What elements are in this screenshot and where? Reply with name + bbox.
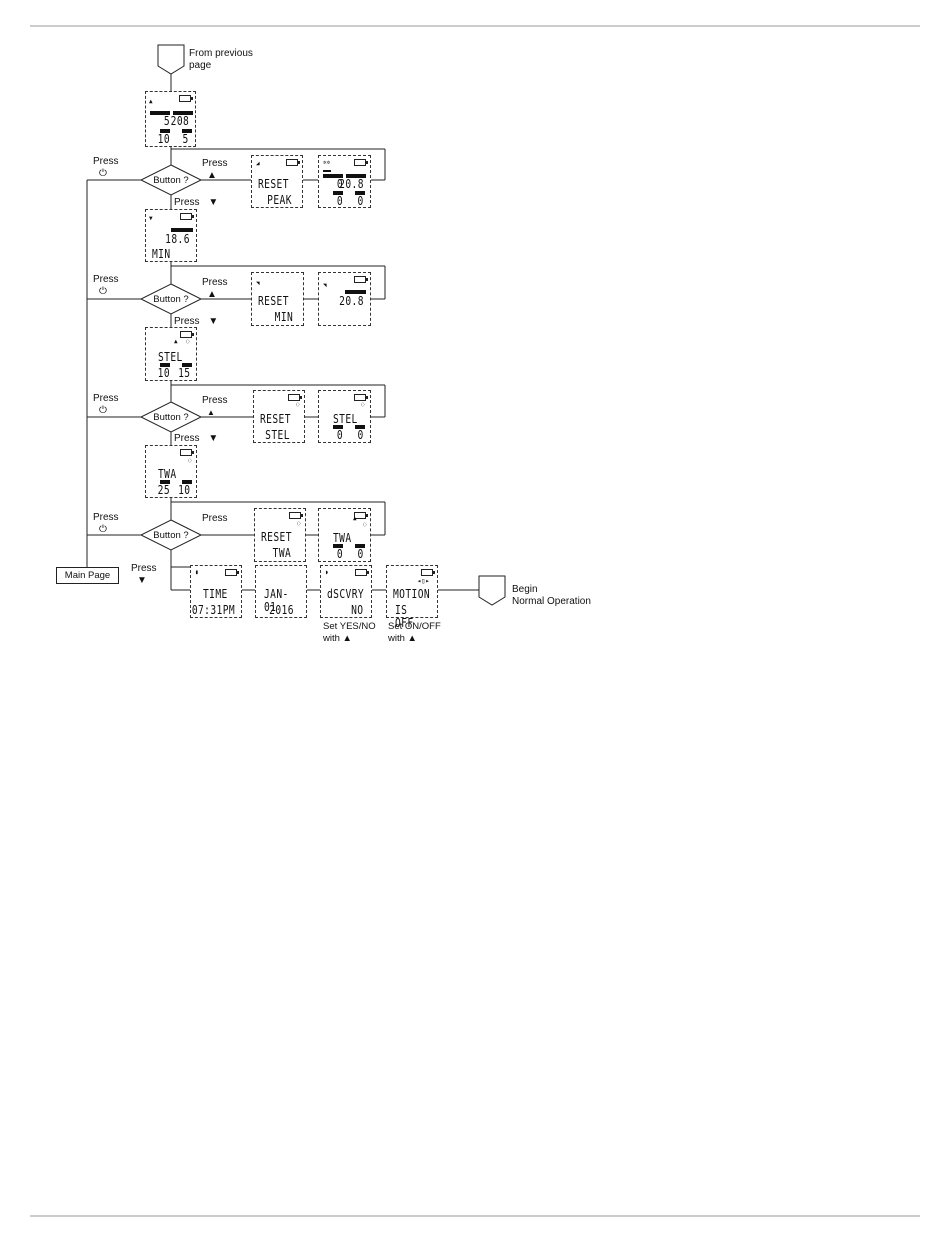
- press-down-label-4: Press▼: [131, 563, 157, 586]
- lcd-discovery: ◗ dSCVRY NO: [320, 565, 372, 618]
- lcd-date: JAN-01 2016: [255, 565, 307, 618]
- lcd-twa: ◌ TWA 25 10: [145, 445, 197, 498]
- battery-icon: [421, 569, 435, 576]
- from-previous-connector: [157, 44, 185, 75]
- press-up-label-1: Press▲: [202, 158, 228, 181]
- battery-icon: [354, 512, 368, 519]
- battery-icon: [225, 569, 239, 576]
- down-arrow-icon: ▼: [208, 316, 219, 327]
- lcd-min-after: ◥ 20.8: [318, 272, 371, 326]
- battery-icon: [179, 95, 193, 102]
- press-power-label-2: Press⏻: [93, 274, 119, 297]
- press-up-label-3: Press▲: [202, 395, 228, 417]
- lcd-reset-peak: ◢ RESET PEAK: [251, 155, 303, 208]
- up-arrow-icon: ▲: [207, 408, 215, 417]
- press-down-label-2: Press ▼: [174, 316, 219, 327]
- lcd-peak: ▲ 5 208 10 5: [145, 91, 196, 147]
- battery-icon: [180, 213, 194, 220]
- battery-icon: [354, 394, 368, 401]
- lcd-reset-twa: ◌ RESET TWA: [254, 508, 306, 562]
- press-power-label-1: Press⏻: [93, 156, 119, 179]
- lcd-reset-min: ◥ RESET MIN: [251, 272, 304, 326]
- from-previous-label: From previous page: [189, 48, 253, 71]
- press-power-label-3: Press⏻: [93, 393, 119, 416]
- lcd-stel-zeroed: ◌ STEL 0 0: [318, 390, 371, 443]
- lcd-time: ▮ TIME 07:31PM: [190, 565, 242, 618]
- decision-label-2: Button ?: [153, 294, 189, 305]
- power-icon: ⏻: [99, 405, 107, 416]
- decision-label-3: Button ?: [153, 412, 189, 423]
- lcd-stel: ▲ ◌ STEL 10 15: [145, 327, 197, 381]
- battery-icon: [286, 159, 300, 166]
- press-down-label-1: Press ▼: [174, 197, 219, 208]
- power-icon: ⏻: [99, 524, 107, 535]
- decision-label-4: Button ?: [153, 530, 189, 541]
- motion-note: Set ON/OFF with ▲: [388, 621, 441, 641]
- lcd-min: ▼ 18.6 MIN: [145, 209, 197, 262]
- battery-icon: [354, 276, 368, 283]
- battery-icon: [180, 331, 194, 338]
- battery-icon: [354, 159, 368, 166]
- press-down-label-3: Press ▼: [174, 433, 219, 444]
- begin-normal-label: Begin Normal Operation: [512, 584, 591, 607]
- battery-icon: [289, 512, 303, 519]
- battery-icon: [288, 394, 302, 401]
- down-arrow-icon: ▼: [208, 433, 219, 444]
- press-up-label-4: Press: [202, 513, 228, 524]
- up-arrow-icon: ▲: [207, 289, 217, 300]
- up-arrow-icon: ▲: [207, 170, 217, 181]
- battery-icon: [180, 449, 194, 456]
- power-icon: ⏻: [99, 286, 107, 297]
- battery-icon: [355, 569, 369, 576]
- lcd-motion: ◂▯▸ MOTION IS OFF: [386, 565, 438, 630]
- lcd-peak-zeroed: ✲✲ 0 20.8 0 0: [318, 155, 371, 208]
- power-icon: ⏻: [99, 168, 107, 179]
- down-arrow-icon: ▼: [137, 575, 147, 586]
- lcd-twa-zeroed: ▲ ◌ TWA 0 0: [318, 508, 371, 562]
- decision-label-1: Button ?: [153, 175, 189, 186]
- press-up-label-2: Press▲: [202, 277, 228, 300]
- press-power-label-4: Press⏻: [93, 512, 119, 535]
- discovery-note: Set YES/NO with ▲: [323, 621, 376, 641]
- lcd-reset-stel: ◌ RESET STEL: [253, 390, 305, 443]
- begin-normal-connector: [478, 575, 506, 606]
- main-page-box: Main Page: [56, 567, 119, 584]
- down-arrow-icon: ▼: [208, 197, 219, 208]
